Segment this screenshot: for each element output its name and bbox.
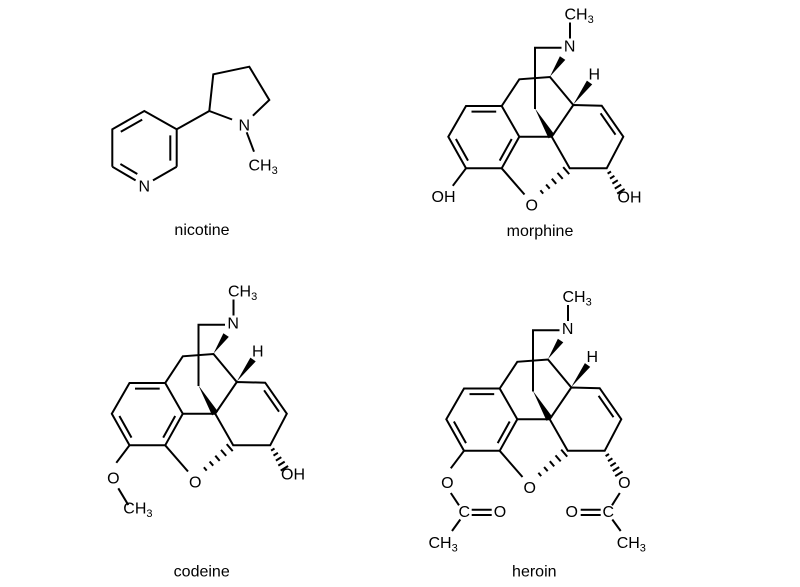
morphine-structure: OH OH (432, 5, 642, 216)
methyl-subscript: 3 (452, 543, 458, 555)
methyl-ch: CH (123, 501, 146, 518)
pyridine-bonds-to-nitrogen (111, 165, 178, 182)
heroin-structure: O C O CH3 O C O CH3 (429, 288, 646, 555)
nicotine-methyl-label: CH3 (249, 158, 278, 178)
ester-oxygen-label: O (618, 475, 630, 492)
carbonyl-double-bond (580, 508, 601, 516)
codeine-methoxy-oxygen-label: O (107, 471, 119, 488)
nicotine-name-label: nicotine (174, 222, 229, 239)
methyl-ch: CH (249, 158, 272, 175)
methyl-ch: CH (617, 535, 640, 552)
carbonyl-carbon-label: C (459, 504, 471, 521)
carbonyl-double-bond (471, 508, 492, 516)
heroin-name-label: heroin (512, 564, 556, 581)
pyrrolidine-nitrogen-label: N (239, 117, 251, 134)
nicotine-structure: N N CH3 (111, 65, 278, 196)
morphinan-skeleton (110, 282, 290, 493)
morphinan-skeleton (445, 288, 624, 498)
ester-o-c-bond (449, 492, 460, 506)
ester-oxygen-label: O (441, 475, 453, 492)
codeine-name-label: codeine (174, 564, 230, 581)
nicotine-n-methyl-bond (245, 131, 255, 153)
acetyl-c-ch3-bond (611, 518, 622, 532)
acetyl-methyl-label: CH3 (617, 535, 646, 555)
carbonyl-carbon-label: C (603, 504, 615, 521)
acetyl-c-ch3-bond (451, 518, 462, 532)
pyrrolidine-nitrogen-to-c2-bond (208, 110, 233, 121)
morphine-c6-hydroxyl-label: OH (618, 190, 642, 207)
methoxy-o-ch3-bond (117, 487, 130, 506)
carbonyl-oxygen-label: O (494, 504, 506, 521)
heroin-right-acetyl-group: O C O CH3 (565, 475, 645, 555)
ring-linkage-bond (176, 110, 210, 131)
ester-o-c-bond (611, 492, 621, 506)
pyridine-ring (111, 109, 178, 167)
morphine-name-label: morphine (507, 223, 574, 240)
methyl-subscript: 3 (640, 543, 646, 555)
heroin-left-acetyl-group: O C O CH3 (429, 475, 507, 555)
codeine-methoxy-methyl-label: CH3 (123, 501, 152, 521)
methyl-subscript: 3 (272, 165, 278, 177)
pyrrolidine-ring (208, 65, 271, 117)
codeine-structure: O CH3 OH (107, 282, 305, 521)
acetyl-methyl-label: CH3 (429, 535, 458, 555)
morphine-phenol-hydroxyl-label: OH (432, 189, 456, 206)
pyridine-nitrogen-label: N (139, 179, 151, 196)
methyl-subscript: 3 (146, 508, 152, 520)
codeine-c6-hydroxyl-label: OH (281, 467, 305, 484)
carbonyl-oxygen-label: O (565, 504, 577, 521)
methyl-ch: CH (429, 535, 452, 552)
pyridine-double-bond-lines (119, 118, 172, 175)
morphinan-skeleton (447, 5, 626, 216)
